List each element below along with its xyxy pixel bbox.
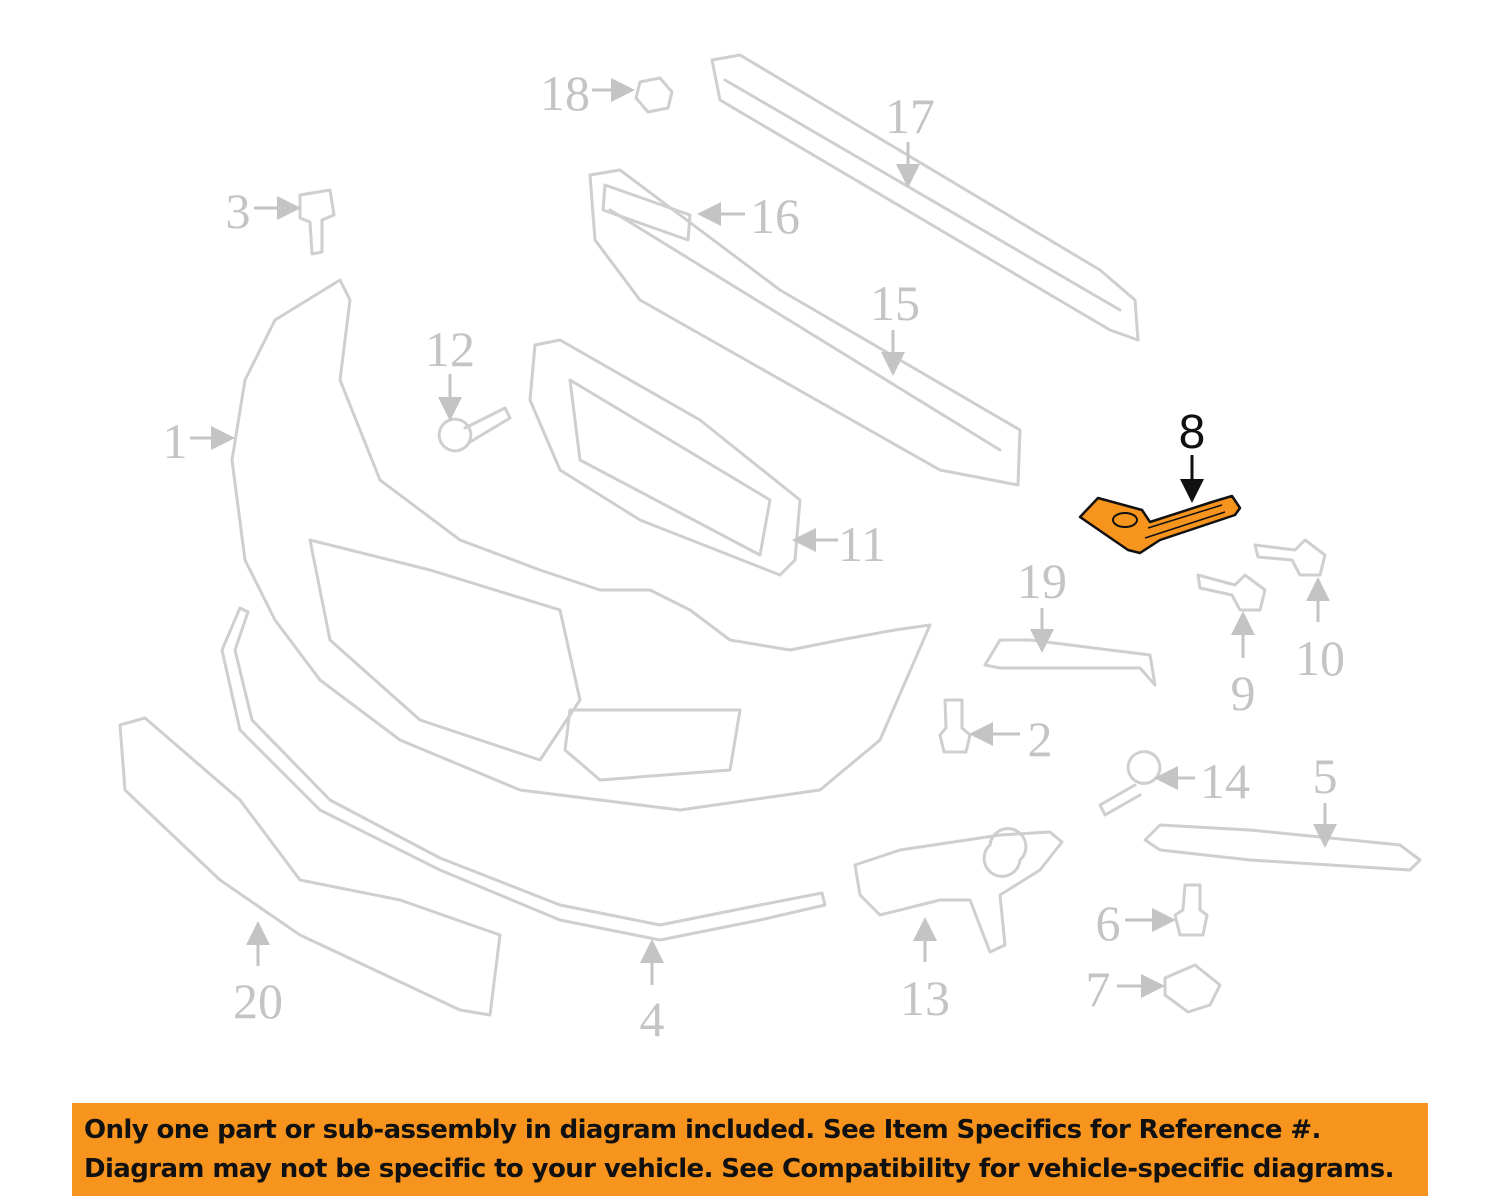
callout-10: 10 xyxy=(1295,577,1345,686)
callout-number: 18 xyxy=(540,65,590,121)
part-9-bolt xyxy=(1196,573,1267,612)
callout-number: 6 xyxy=(1096,895,1121,951)
part-17-reinforcement-bar xyxy=(710,53,1140,342)
part-19-bracket xyxy=(983,638,1157,687)
callout-6: 6 xyxy=(1096,895,1176,951)
part-13-fog-bezel xyxy=(853,827,1064,954)
part-10-bolt xyxy=(1253,538,1327,577)
part-3-screw xyxy=(298,188,336,256)
callout-4: 4 xyxy=(640,939,665,1047)
callout-15: 15 xyxy=(870,275,920,376)
callout-17: 17 xyxy=(885,88,935,188)
part-14-screw xyxy=(1098,750,1162,817)
callout-8: 8 xyxy=(1179,406,1206,503)
callout-number: 12 xyxy=(425,321,475,377)
callout-12: 12 xyxy=(425,321,475,421)
callout-number: 5 xyxy=(1313,748,1338,804)
part-1-bumper-cover xyxy=(230,278,932,812)
callout-18: 18 xyxy=(540,65,635,121)
disclaimer-line-2: Diagram may not be specific to your vehi… xyxy=(84,1154,1394,1184)
callout-5: 5 xyxy=(1313,748,1338,848)
callout-number: 1 xyxy=(163,413,188,469)
callout-14: 14 xyxy=(1154,753,1250,809)
callout-number: 13 xyxy=(900,970,950,1026)
callout-3: 3 xyxy=(226,183,301,239)
part-8-bracket-highlighted[interactable] xyxy=(1078,494,1242,555)
callout-11: 11 xyxy=(792,516,886,572)
callout-13: 13 xyxy=(900,917,950,1026)
callout-number: 15 xyxy=(870,275,920,331)
callout-number: 3 xyxy=(226,183,251,239)
part-16-label xyxy=(601,183,692,242)
callout-number: 11 xyxy=(838,516,886,572)
part-18-nut xyxy=(634,76,674,114)
callout-number: 9 xyxy=(1231,665,1256,721)
callout-19: 19 xyxy=(1017,553,1067,653)
part-11-grille xyxy=(528,338,802,577)
part-7-clip-nut xyxy=(1163,963,1222,1014)
callout-number: 16 xyxy=(750,188,800,244)
parts-diagram: 18 17 3 16 15 12 1 8 11 19 10 9 2 14 5 6… xyxy=(118,53,1422,1047)
callout-number: 14 xyxy=(1200,753,1250,809)
part-6-bolt xyxy=(1173,883,1209,937)
part-20-absorber xyxy=(118,716,502,1017)
callout-number: 17 xyxy=(885,88,935,144)
callout-2: 2 xyxy=(969,711,1053,767)
callout-number: 20 xyxy=(233,973,283,1029)
disclaimer-line-1: Only one part or sub-assembly in diagram… xyxy=(84,1115,1321,1145)
part-4-lip-spoiler xyxy=(220,606,827,942)
callout-9: 9 xyxy=(1231,611,1256,721)
callout-1: 1 xyxy=(163,413,235,469)
callout-16: 16 xyxy=(697,188,800,244)
callout-7: 7 xyxy=(1086,961,1165,1017)
callout-number: 19 xyxy=(1017,553,1067,609)
callout-number: 7 xyxy=(1086,961,1111,1017)
disclaimer-banner: Only one part or sub-assembly in diagram… xyxy=(72,1103,1428,1196)
callout-number: 2 xyxy=(1028,711,1053,767)
callout-20: 20 xyxy=(233,921,283,1029)
callout-number: 10 xyxy=(1295,630,1345,686)
part-2-bolt xyxy=(938,698,972,754)
part-15-absorber xyxy=(588,168,1022,487)
callout-number: 4 xyxy=(640,991,665,1047)
part-5-molding xyxy=(1143,823,1422,872)
callout-number: 8 xyxy=(1179,406,1206,459)
